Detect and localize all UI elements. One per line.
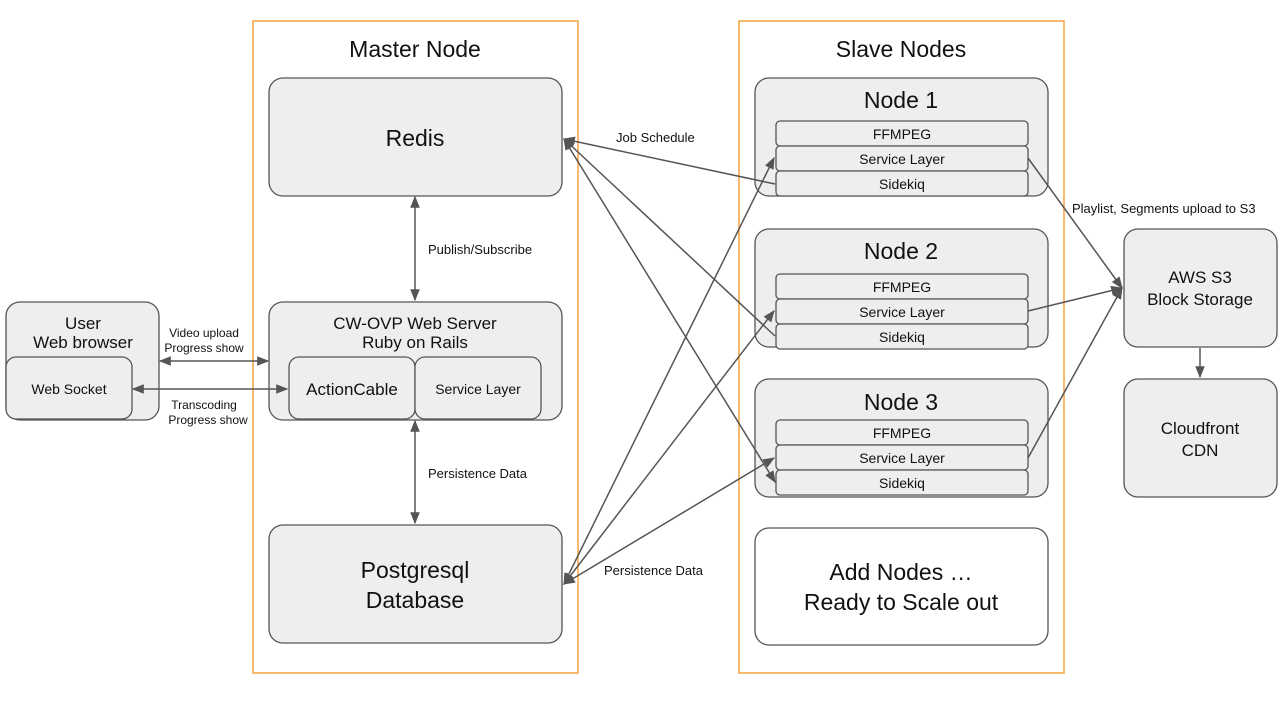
postgres-label-2: Database [366,587,464,613]
redis-node1-arrow [562,136,776,185]
user-browser-box: User Web browser Web Socket [5,301,160,421]
node-2-sidekiq [775,323,1029,350]
node-1-sidekiq [775,170,1029,197]
action-cable-label: ActionCable [306,380,398,399]
cloudfront-label-2: CDN [1182,441,1219,460]
postgres-node1-arrow [563,156,775,586]
add-nodes-label-2: Ready to Scale out [804,589,999,615]
postgres-node2-arrow [563,310,775,585]
cloudfront-label-1: Cloudfront [1161,419,1240,438]
cloudfront-box: Cloudfront CDN [1123,378,1278,498]
upload-label-1: Video upload [169,326,239,340]
transcoding-label-1: Transcoding [171,398,237,412]
web-socket-label: Web Socket [31,381,106,397]
node1-s3-arrow [1027,157,1123,289]
postgres-node3-arrow [562,457,776,585]
node-2-sidekiq-label: Sidekiq [879,329,925,345]
node-3-service-layer-label: Service Layer [859,450,945,466]
node-1-title: Node 1 [864,87,938,113]
redis-box: Redis [268,77,563,197]
pubsub-label: Publish/Subscribe [428,242,532,257]
redis-label: Redis [386,125,445,151]
redis-node2-arrow [563,138,776,337]
web-server-label-2: Ruby on Rails [362,333,468,352]
node2-s3-arrow [1027,285,1124,312]
aws-s3-label-2: Block Storage [1147,290,1253,309]
node-2: Node 2 FFMPEG Service Layer Sidekiq [754,228,1049,350]
node-2-service-layer-label: Service Layer [859,304,945,320]
persistence-slaves-label: Persistence Data [604,563,704,578]
web-server-box: CW-OVP Web Server Ruby on Rails ActionCa… [268,301,563,421]
add-nodes-label-1: Add Nodes … [829,559,972,585]
node-1: Node 1 FFMPEG Service Layer Sidekiq [754,77,1049,197]
web-browser-label: Web browser [33,333,133,352]
node-3-title: Node 3 [864,389,938,415]
persistence-master-label: Persistence Data [428,466,528,481]
node-3-sidekiq [775,469,1029,496]
job-schedule-label: Job Schedule [616,130,695,145]
master-node-title: Master Node [349,36,481,62]
add-nodes-box: Add Nodes … Ready to Scale out [754,527,1049,646]
node-2-title: Node 2 [864,238,938,264]
s3-upload-label: Playlist, Segments upload to S3 [1072,201,1256,216]
master-service-layer-box [414,356,542,420]
node-3: Node 3 FFMPEG Service Layer Sidekiq [754,378,1049,498]
master-service-layer-label: Service Layer [435,381,521,397]
slave-nodes-title: Slave Nodes [836,36,966,62]
redis-node3-arrow [563,137,776,484]
postgres-label-1: Postgresql [361,557,470,583]
node-2-ffmpeg-label: FFMPEG [873,279,931,295]
node-3-sidekiq-label: Sidekiq [879,475,925,491]
node-1-ffmpeg-label: FFMPEG [873,126,931,142]
node-3-ffmpeg-label: FFMPEG [873,425,931,441]
aws-s3-label-1: AWS S3 [1168,268,1232,287]
node-1-sidekiq-label: Sidekiq [879,176,925,192]
aws-s3-box: AWS S3 Block Storage [1123,228,1278,348]
transcoding-label-2: Progress show [168,413,248,427]
upload-label-2: Progress show [164,341,244,355]
node-1-service-layer-label: Service Layer [859,151,945,167]
user-label: User [65,314,101,333]
node3-s3-arrow [1027,286,1123,459]
postgres-box: Postgresql Database [268,524,563,644]
web-server-label-1: CW-OVP Web Server [333,314,497,333]
